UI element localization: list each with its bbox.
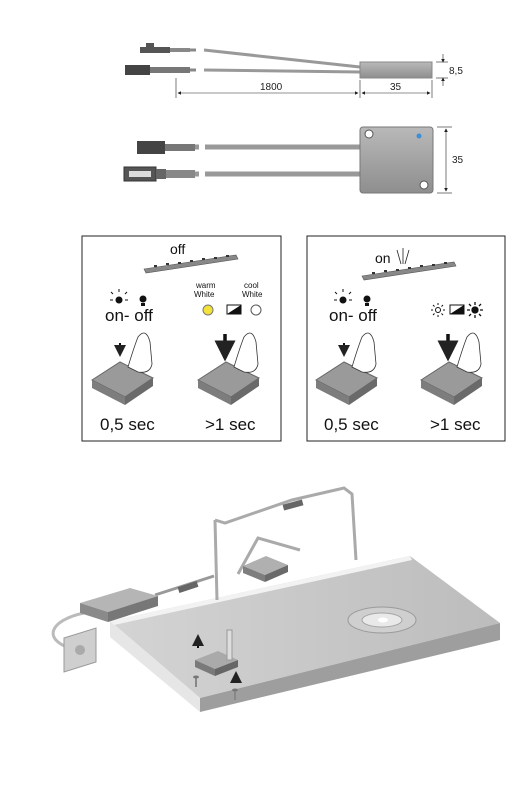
driver-box [80,588,158,622]
panel-left: off on- off warm White cool White [81,235,282,442]
control-box-small [243,556,288,582]
light-on-icon [110,289,128,304]
upper-connector-icon [140,43,190,53]
top-view-drawing: 35 [123,126,464,194]
press-long-right-icon [420,332,483,405]
press-short-right-icon [315,332,378,405]
lower-plug-icon [123,166,195,182]
installation-illustration [51,486,500,712]
screw-icon [232,688,238,700]
panel-right-title: on [375,250,391,266]
lower-connector-icon [125,65,190,75]
time-short-left: 0,5 sec [100,415,155,434]
on-off-label-left: on- off [105,306,153,325]
touch-switch-mount [192,629,242,683]
time-long-left: >1 sec [205,415,256,434]
shelf [110,556,500,712]
dim-high-icon [467,302,483,318]
side-view-drawing: 8,5 1800 35 [125,43,463,98]
on-off-label-right: on- off [329,306,377,325]
warm-white-dot-icon [202,304,214,316]
time-short-right: 0,5 sec [324,415,379,434]
wall-plug [63,627,97,673]
gradient-switch-icon [226,304,242,315]
cool-white-dot-icon [250,304,262,316]
press-short-left-icon [91,332,154,405]
panel-right: on on- off [306,235,506,442]
light-on-icon-right [334,289,352,304]
cable-connector-1 [282,499,304,511]
cable-connector-2 [177,581,199,593]
controller-box-side [359,61,433,79]
screw-icon [193,675,199,687]
cool-label-line2: White [242,290,263,299]
press-long-left-icon [197,332,260,405]
led-strip-icon [143,254,239,274]
dim-height-box: 8,5 [449,66,463,77]
time-long-right: >1 sec [430,415,481,434]
light-off-icon [139,295,147,306]
light-off-icon-right [363,295,371,306]
upper-plug-icon [137,141,195,154]
dim-box-length: 35 [390,82,402,93]
gradient-switch-icon-right [449,304,465,315]
warm-label-line1: warm [195,281,216,290]
light-rays-icon [396,248,410,265]
warm-label-line2: White [194,290,215,299]
dim-box-height: 35 [452,155,464,166]
panel-left-title: off [170,241,185,257]
cool-label-line1: cool [244,281,259,290]
dim-cable-length: 1800 [260,82,283,93]
dim-low-icon [431,303,445,317]
controller-box-top [359,126,434,194]
status-led-icon [416,133,422,139]
led-strip-on-icon [361,261,457,281]
